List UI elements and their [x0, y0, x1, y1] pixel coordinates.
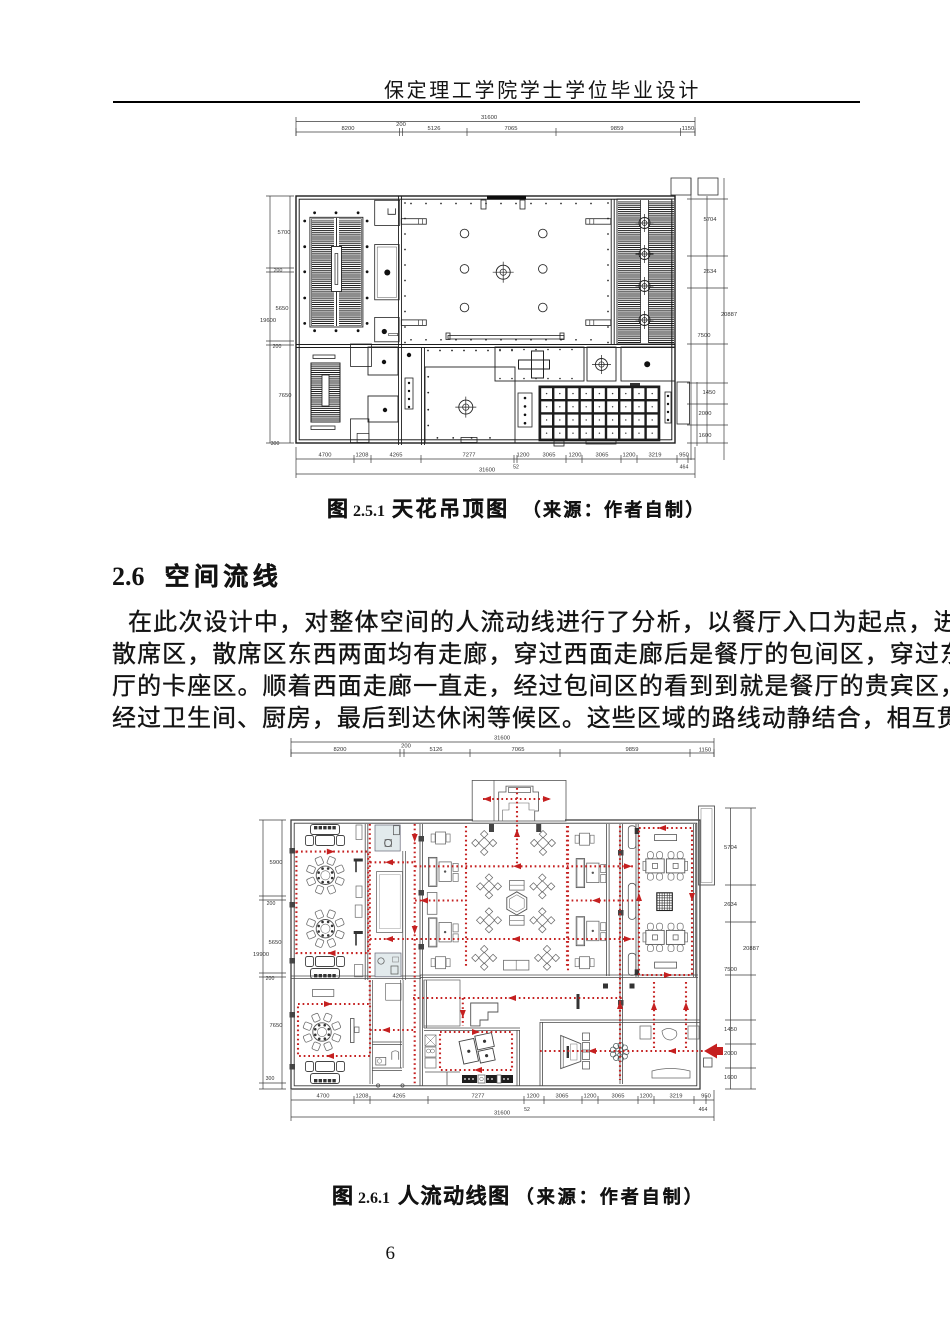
svg-text:8200: 8200	[334, 747, 347, 753]
svg-text:200: 200	[401, 744, 411, 750]
svg-text:7650: 7650	[270, 1023, 283, 1029]
svg-text:200: 200	[396, 122, 406, 128]
svg-text:1200: 1200	[527, 1094, 540, 1100]
svg-text:52: 52	[513, 465, 519, 471]
svg-text:31600: 31600	[494, 1111, 510, 1117]
svg-text:31600: 31600	[479, 468, 495, 474]
svg-text:1150: 1150	[699, 748, 711, 754]
svg-text:5650: 5650	[269, 940, 282, 946]
svg-text:3219: 3219	[670, 1094, 683, 1100]
svg-text:464: 464	[680, 465, 689, 471]
svg-text:19900: 19900	[253, 952, 269, 958]
svg-text:7500: 7500	[724, 967, 737, 973]
svg-text:1200: 1200	[623, 453, 636, 459]
svg-text:200: 200	[267, 901, 276, 907]
svg-text:464: 464	[699, 1107, 708, 1113]
svg-text:2634: 2634	[724, 902, 738, 908]
svg-text:5126: 5126	[428, 126, 441, 132]
svg-text:1200: 1200	[584, 1094, 597, 1100]
svg-text:300: 300	[266, 1076, 275, 1082]
svg-text:52: 52	[524, 1107, 530, 1113]
svg-text:4700: 4700	[317, 1094, 330, 1100]
svg-text:1200: 1200	[640, 1094, 653, 1100]
svg-text:2634: 2634	[704, 269, 718, 275]
svg-text:4265: 4265	[390, 453, 403, 459]
svg-text:8200: 8200	[342, 126, 355, 132]
svg-text:31600: 31600	[494, 736, 510, 742]
svg-text:5704: 5704	[704, 217, 718, 223]
svg-text:3065: 3065	[596, 453, 609, 459]
svg-text:20887: 20887	[743, 946, 759, 952]
svg-text:5650: 5650	[276, 306, 289, 312]
svg-text:1600: 1600	[699, 433, 712, 439]
svg-text:3065: 3065	[556, 1094, 569, 1100]
svg-text:7065: 7065	[505, 126, 518, 132]
svg-text:3219: 3219	[649, 453, 662, 459]
svg-text:7500: 7500	[698, 333, 711, 339]
svg-text:3065: 3065	[612, 1094, 625, 1100]
svg-text:7277: 7277	[463, 453, 476, 459]
svg-text:1208: 1208	[356, 1094, 369, 1100]
svg-text:300: 300	[271, 441, 280, 447]
svg-text:1200: 1200	[569, 453, 582, 459]
svg-text:19600: 19600	[260, 318, 276, 324]
svg-text:2000: 2000	[724, 1051, 737, 1057]
svg-text:7650: 7650	[279, 393, 292, 399]
svg-text:4700: 4700	[319, 453, 332, 459]
svg-text:5700: 5700	[278, 230, 291, 236]
svg-text:1450: 1450	[703, 390, 716, 396]
svg-text:200: 200	[266, 976, 275, 982]
svg-text:4265: 4265	[393, 1094, 406, 1100]
svg-text:9859: 9859	[611, 126, 624, 132]
svg-text:5704: 5704	[724, 845, 738, 851]
svg-text:200: 200	[274, 268, 283, 274]
svg-text:5126: 5126	[430, 747, 443, 753]
svg-text:950: 950	[679, 453, 689, 459]
svg-text:1200: 1200	[517, 453, 530, 459]
svg-text:20887: 20887	[721, 312, 737, 318]
svg-text:7065: 7065	[512, 747, 525, 753]
svg-text:1600: 1600	[724, 1075, 737, 1081]
svg-text:950: 950	[701, 1094, 711, 1100]
svg-text:31600: 31600	[481, 115, 497, 121]
svg-text:1150: 1150	[682, 126, 694, 132]
svg-text:1450: 1450	[724, 1027, 737, 1033]
svg-text:7277: 7277	[472, 1094, 485, 1100]
svg-text:9859: 9859	[626, 747, 639, 753]
svg-text:1208: 1208	[356, 453, 369, 459]
svg-text:2000: 2000	[699, 411, 712, 417]
svg-text:5900: 5900	[270, 860, 283, 866]
svg-text:3065: 3065	[543, 453, 556, 459]
svg-text:200: 200	[273, 344, 282, 350]
